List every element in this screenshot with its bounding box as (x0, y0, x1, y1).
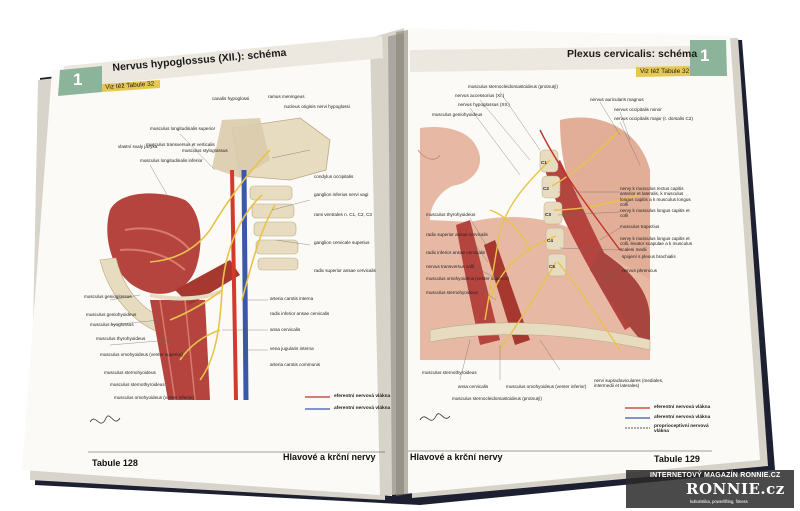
right-top-label: nervus occipitalis minor (614, 107, 662, 112)
right-left-label: nervus transversus colli (426, 264, 474, 269)
right-top-label: musculus geniohyoideus (432, 112, 483, 117)
right-label-left-page: condylus occipitalis (314, 174, 354, 179)
left-label: musculus genioglossus (84, 294, 132, 299)
right-legend-afferent: aferentní nervová vlákna (654, 415, 711, 420)
hypoglossal-nerve (149, 149, 276, 381)
left-label: musculus styloglossus (182, 148, 228, 153)
watermark-tagline: kulturistika, powerlifting, fitness (690, 499, 748, 504)
right-label-left-page: ganglion cervicale superius (314, 240, 370, 245)
left-label: musculus transversus et verticalis (146, 142, 215, 147)
left-label: musculus thyrohyoideus (96, 336, 146, 341)
right-right-label: nervus phrenicus (622, 268, 657, 273)
right-right-label: nervy k musculus longus capitis et colli (620, 208, 690, 219)
left-label: musculus sternohyoideus (104, 370, 156, 375)
right-label-left-page: rami ventrales n. C1, C2, C3 (314, 212, 372, 217)
vertebra-label-c3: C3 (545, 212, 551, 217)
right-right-label: nervy k musculus rectus capitis anterior… (620, 186, 691, 208)
left-legend-afferent: aferentní nervová vlákna (334, 406, 391, 411)
right-label-left-page: ganglion inferius nervi vagi (314, 192, 369, 197)
artist-signature (89, 415, 121, 424)
infrahyoid-muscles (456, 220, 500, 345)
right-legend-efferent: eferentní nervová vlákna (654, 405, 711, 410)
jugular-vein (241, 169, 249, 401)
vertebra-label-c2: C2 (543, 186, 549, 191)
right-top-label: musculus sternocleidomastoideus (protnut… (468, 84, 558, 89)
right-label-left-page: arteria carotis interna (270, 296, 314, 301)
vertebra-label-c1: C1 (541, 160, 547, 165)
leader-lines-left (109, 133, 311, 351)
right-label-left-page: nucleus originis nervi hypoglossi (284, 104, 350, 109)
right-top-label: nervus auricularis magnus (590, 97, 644, 102)
left-footer-section: Hlavové a krční nervy (283, 452, 376, 462)
right-tab-number: 1 (700, 46, 710, 65)
cervical-plexus (484, 129, 641, 351)
right-label-left-page: ansa cervicalis (270, 327, 301, 332)
right-label-left-page: vena jugularis interna (270, 346, 314, 351)
right-top-label: nervus occipitalis major (r. dorsalis C2… (614, 116, 693, 121)
right-right-label: musculus trapezius (620, 224, 660, 229)
right-label-left-page: ramus meningeus (268, 94, 305, 99)
left-label: musculus sternothyroideus (110, 382, 165, 387)
left-tab (58, 66, 102, 96)
left-tab-number: 1 (73, 70, 83, 89)
cervical-vertebrae (249, 185, 299, 271)
right-tab (690, 40, 727, 76)
right-left-label: musculus sternothyroideus (422, 370, 477, 375)
left-label: musculus longitudinalis superior (150, 126, 216, 131)
right-label-left-page: canalis hypoglossi (212, 96, 250, 101)
right-left-label: musculus sternohyoideus (426, 290, 478, 295)
right-bottom-label: musculus omohyoideus (venter inferior) (506, 384, 587, 389)
left-label: musculus hyoglossus (90, 322, 134, 327)
strap-muscles (150, 300, 210, 400)
right-page-reference: Viz též Tabule 32 (640, 68, 690, 75)
right-label-left-page: arteria carotis communis (270, 362, 321, 367)
watermark-line1: INTERNETOVÝ MAGAZÍN RONNIE.CZ (650, 472, 781, 479)
carotid-artery (230, 169, 238, 401)
left-label: vlastní svaly jazyka (118, 144, 158, 149)
leader-lines-right (459, 91, 641, 381)
right-left-label: radix superior ansae cervicalis (426, 232, 488, 237)
right-footer-page: Tabule 129 (654, 454, 700, 464)
left-label: musculus omohyoideus (venter inferior) (114, 395, 195, 400)
right-footer-section: Hlavové a krční nervy (410, 452, 503, 462)
right-top-label: nervus accessorius (XI.) (455, 93, 505, 98)
right-bottom-label: ansa cervicalis (458, 384, 489, 389)
right-left-label: radix inferior ansae cervicalis (426, 250, 486, 255)
vertebra-label-c4: C4 (547, 238, 553, 243)
right-top-label: nervus hypoglossus (XII.) (458, 102, 510, 107)
right-legend-proprioceptive: proprioceptivní nervová vlákna (654, 424, 709, 435)
left-footer-page: Tabule 128 (92, 458, 138, 468)
right-label-left-page: radix inferior ansae cervicalis (270, 311, 330, 316)
left-legend-efferent: eferentní nervová vlákna (334, 394, 391, 399)
left-label: musculus longitudinalis inferior (140, 158, 203, 163)
clavicle (429, 322, 651, 351)
right-page-title: Plexus cervicalis: schéma (567, 48, 698, 60)
right-label-left-page: radix superior ansae cervicalis (314, 268, 376, 273)
right-bottom-label: nervi supraclaviculares (mediales, inter… (594, 378, 664, 389)
watermark-logo: RONNIE.cz (686, 480, 785, 498)
right-bottom-label: musculus sternocleidomastoideus (protnut… (452, 396, 542, 401)
left-label: musculus omohyoideus (venter superior) (100, 352, 183, 357)
vertebra-label-c5: C5 (549, 264, 555, 269)
right-left-label: musculus thyrohyoideus (426, 212, 476, 217)
right-right-label: nervy k musculus longus capitis et colli… (620, 236, 693, 252)
right-right-label: spojení s plexus brachialis (622, 254, 676, 259)
watermark-box (626, 470, 794, 508)
left-label: musculus geniohyoideus (86, 312, 137, 317)
tongue-muscles (107, 193, 201, 294)
right-left-label: musculus omohyoideus (venter superior) (426, 276, 509, 281)
